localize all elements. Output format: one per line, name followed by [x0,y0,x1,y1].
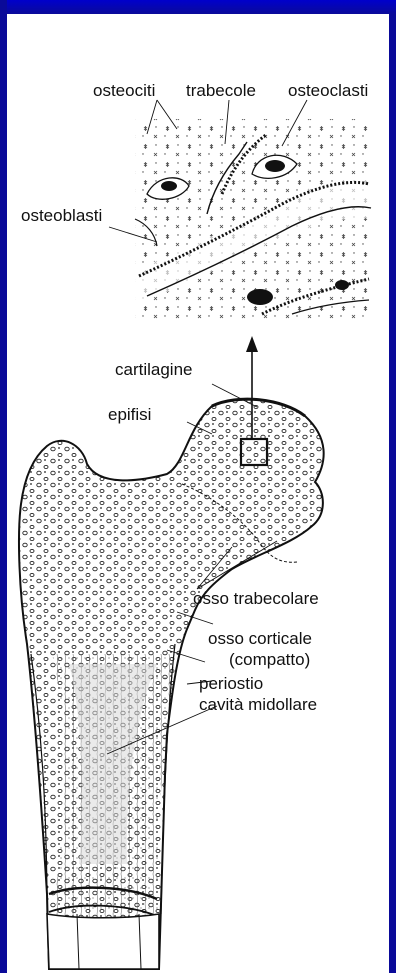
microscopic-detail [109,100,373,319]
label-osteoclasti: osteoclasti [288,81,368,100]
label-osso-trabecolare: osso trabecolare [193,589,319,608]
label-osteociti: osteociti [93,81,155,100]
frame-top-border [0,0,396,14]
label-osteoblasti: osteoblasti [21,206,102,225]
frame-left-border [0,0,7,973]
diagram-canvas: osteociti trabecole osteoclasti osteobla… [7,14,389,973]
label-trabecole: trabecole [186,81,256,100]
label-compatto: (compatto) [229,650,310,669]
label-cartilagine: cartilagine [115,360,193,379]
label-epifisi: epifisi [108,405,151,424]
bone-diagram: osteociti trabecole osteoclasti osteobla… [7,14,389,973]
label-osso-corticale: osso corticale [208,629,312,648]
label-periostio: periostio [199,674,263,693]
femur-illustration [19,399,324,969]
label-cavita-midollare: cavità midollare [199,695,317,714]
